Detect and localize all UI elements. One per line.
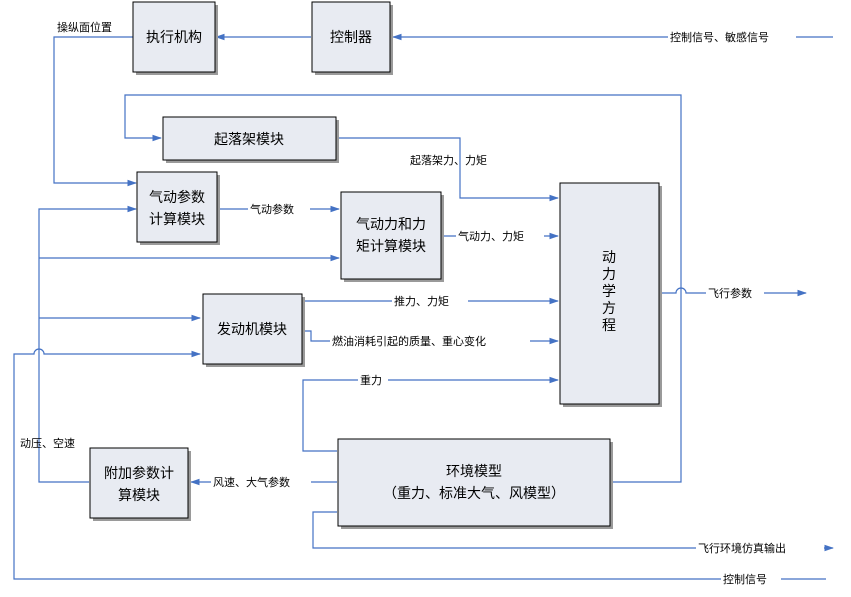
block-actuator-label: 执行机构 (146, 30, 202, 46)
label-aero-params: 气动参数 (250, 202, 294, 216)
block-engine: 发动机模块 (202, 293, 305, 367)
block-environment: 环境模型 （重力、标准大气、风模型） (337, 438, 613, 529)
label-control-and-sensor-signal: 控制信号、敏感信号 (670, 30, 769, 44)
label-landing-gear-force: 起落架力、力矩 (410, 154, 487, 167)
label-env-sim-output: 飞行环境仿真输出 (698, 541, 786, 555)
block-aero-force-label-1: 气动力和力 (356, 217, 426, 233)
label-control-signal: 控制信号 (723, 572, 767, 586)
block-aux-param-label-1: 附加参数计 (104, 465, 174, 482)
block-landing-gear: 起落架模块 (162, 116, 339, 163)
block-aux-param-label-2: 算模块 (118, 488, 160, 504)
label-gravity: 重力 (360, 373, 382, 387)
block-environment-label-1: 环境模型 (446, 464, 502, 480)
block-actuator: 执行机构 (132, 1, 218, 75)
block-dynamics-char-5: 程 (602, 318, 616, 334)
arrow-aux-to-aero-param (38, 205, 137, 483)
label-dynamic-pressure-airspeed: 动压、空速 (20, 436, 75, 450)
block-dynamics-char-4: 方 (602, 301, 616, 317)
arrow-dynamics-to-flight-params (660, 287, 807, 297)
arrow-env-sim-output (312, 511, 834, 552)
block-environment-label-2: （重力、标准大气、风模型） (383, 486, 565, 502)
label-fuel-mass-cg: 燃油消耗引起的质量、重心变化 (332, 334, 486, 348)
arrow-surface-position-to-aero-param (53, 36, 137, 187)
block-dynamics-char-2: 力 (602, 267, 616, 283)
arrow-control-signal-to-engine (13, 348, 826, 580)
block-aero-param-label-1: 气动参数 (149, 189, 205, 206)
label-knockouts (211, 30, 824, 586)
block-landing-gear-label: 起落架模块 (214, 132, 284, 148)
label-control-surface-position: 操纵面位置 (57, 20, 112, 34)
arrow-feedback-to-landing-gear (124, 94, 682, 291)
block-dynamics: 动 力 学 方 程 (559, 182, 662, 407)
block-controller-label: 控制器 (330, 30, 372, 46)
block-aero-param-label-2: 计算模块 (149, 212, 205, 228)
block-aero-force-label-2: 矩计算模块 (356, 239, 426, 255)
block-aero-param: 气动参数 计算模块 (136, 171, 220, 245)
block-aux-param: 附加参数计 算模块 (89, 447, 191, 521)
line-labels: 操纵面位置 控制信号、敏感信号 起落架力、力矩 气动参数 气动力、力矩 飞行参数… (20, 20, 786, 586)
block-dynamics-char-1: 动 (602, 250, 616, 266)
label-aero-force-moment: 气动力、力矩 (458, 229, 524, 243)
label-wind-atmosphere: 风速、大气参数 (213, 475, 290, 489)
line-feedback-to-environment (610, 291, 682, 483)
block-aero-force: 气动力和力 矩计算模块 (340, 191, 444, 282)
block-engine-label: 发动机模块 (217, 322, 287, 338)
arrow-gravity-to-dynamics (302, 376, 559, 452)
arrow-landing-gear-to-dynamics (336, 137, 559, 202)
label-thrust-moment: 推力、力矩 (394, 294, 449, 308)
label-flight-params: 飞行参数 (708, 286, 752, 300)
block-controller: 控制器 (311, 1, 393, 75)
block-dynamics-char-3: 学 (602, 284, 616, 300)
